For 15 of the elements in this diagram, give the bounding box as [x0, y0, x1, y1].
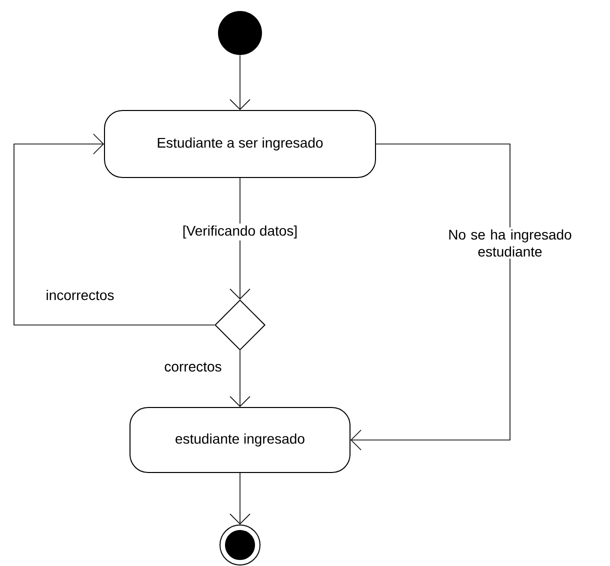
arrow [350, 144, 510, 450]
initial-node [218, 11, 262, 55]
arrow [230, 472, 250, 524]
edge-label: No se ha ingresado estudiante [438, 227, 582, 259]
arrow [230, 350, 250, 407]
activity-box: estudiante ingresado [130, 407, 350, 473]
edge-label: correctos [162, 360, 224, 374]
edge-label: [Verificando datos] [180, 223, 300, 241]
final-node [220, 524, 260, 566]
arrow [230, 178, 250, 300]
activity-box: Estudiante a ser ingresado [104, 110, 376, 178]
decision-diamond [214, 300, 266, 350]
edge-label: incorrectos [44, 288, 116, 302]
arrow [14, 134, 215, 326]
arrow [230, 54, 250, 110]
